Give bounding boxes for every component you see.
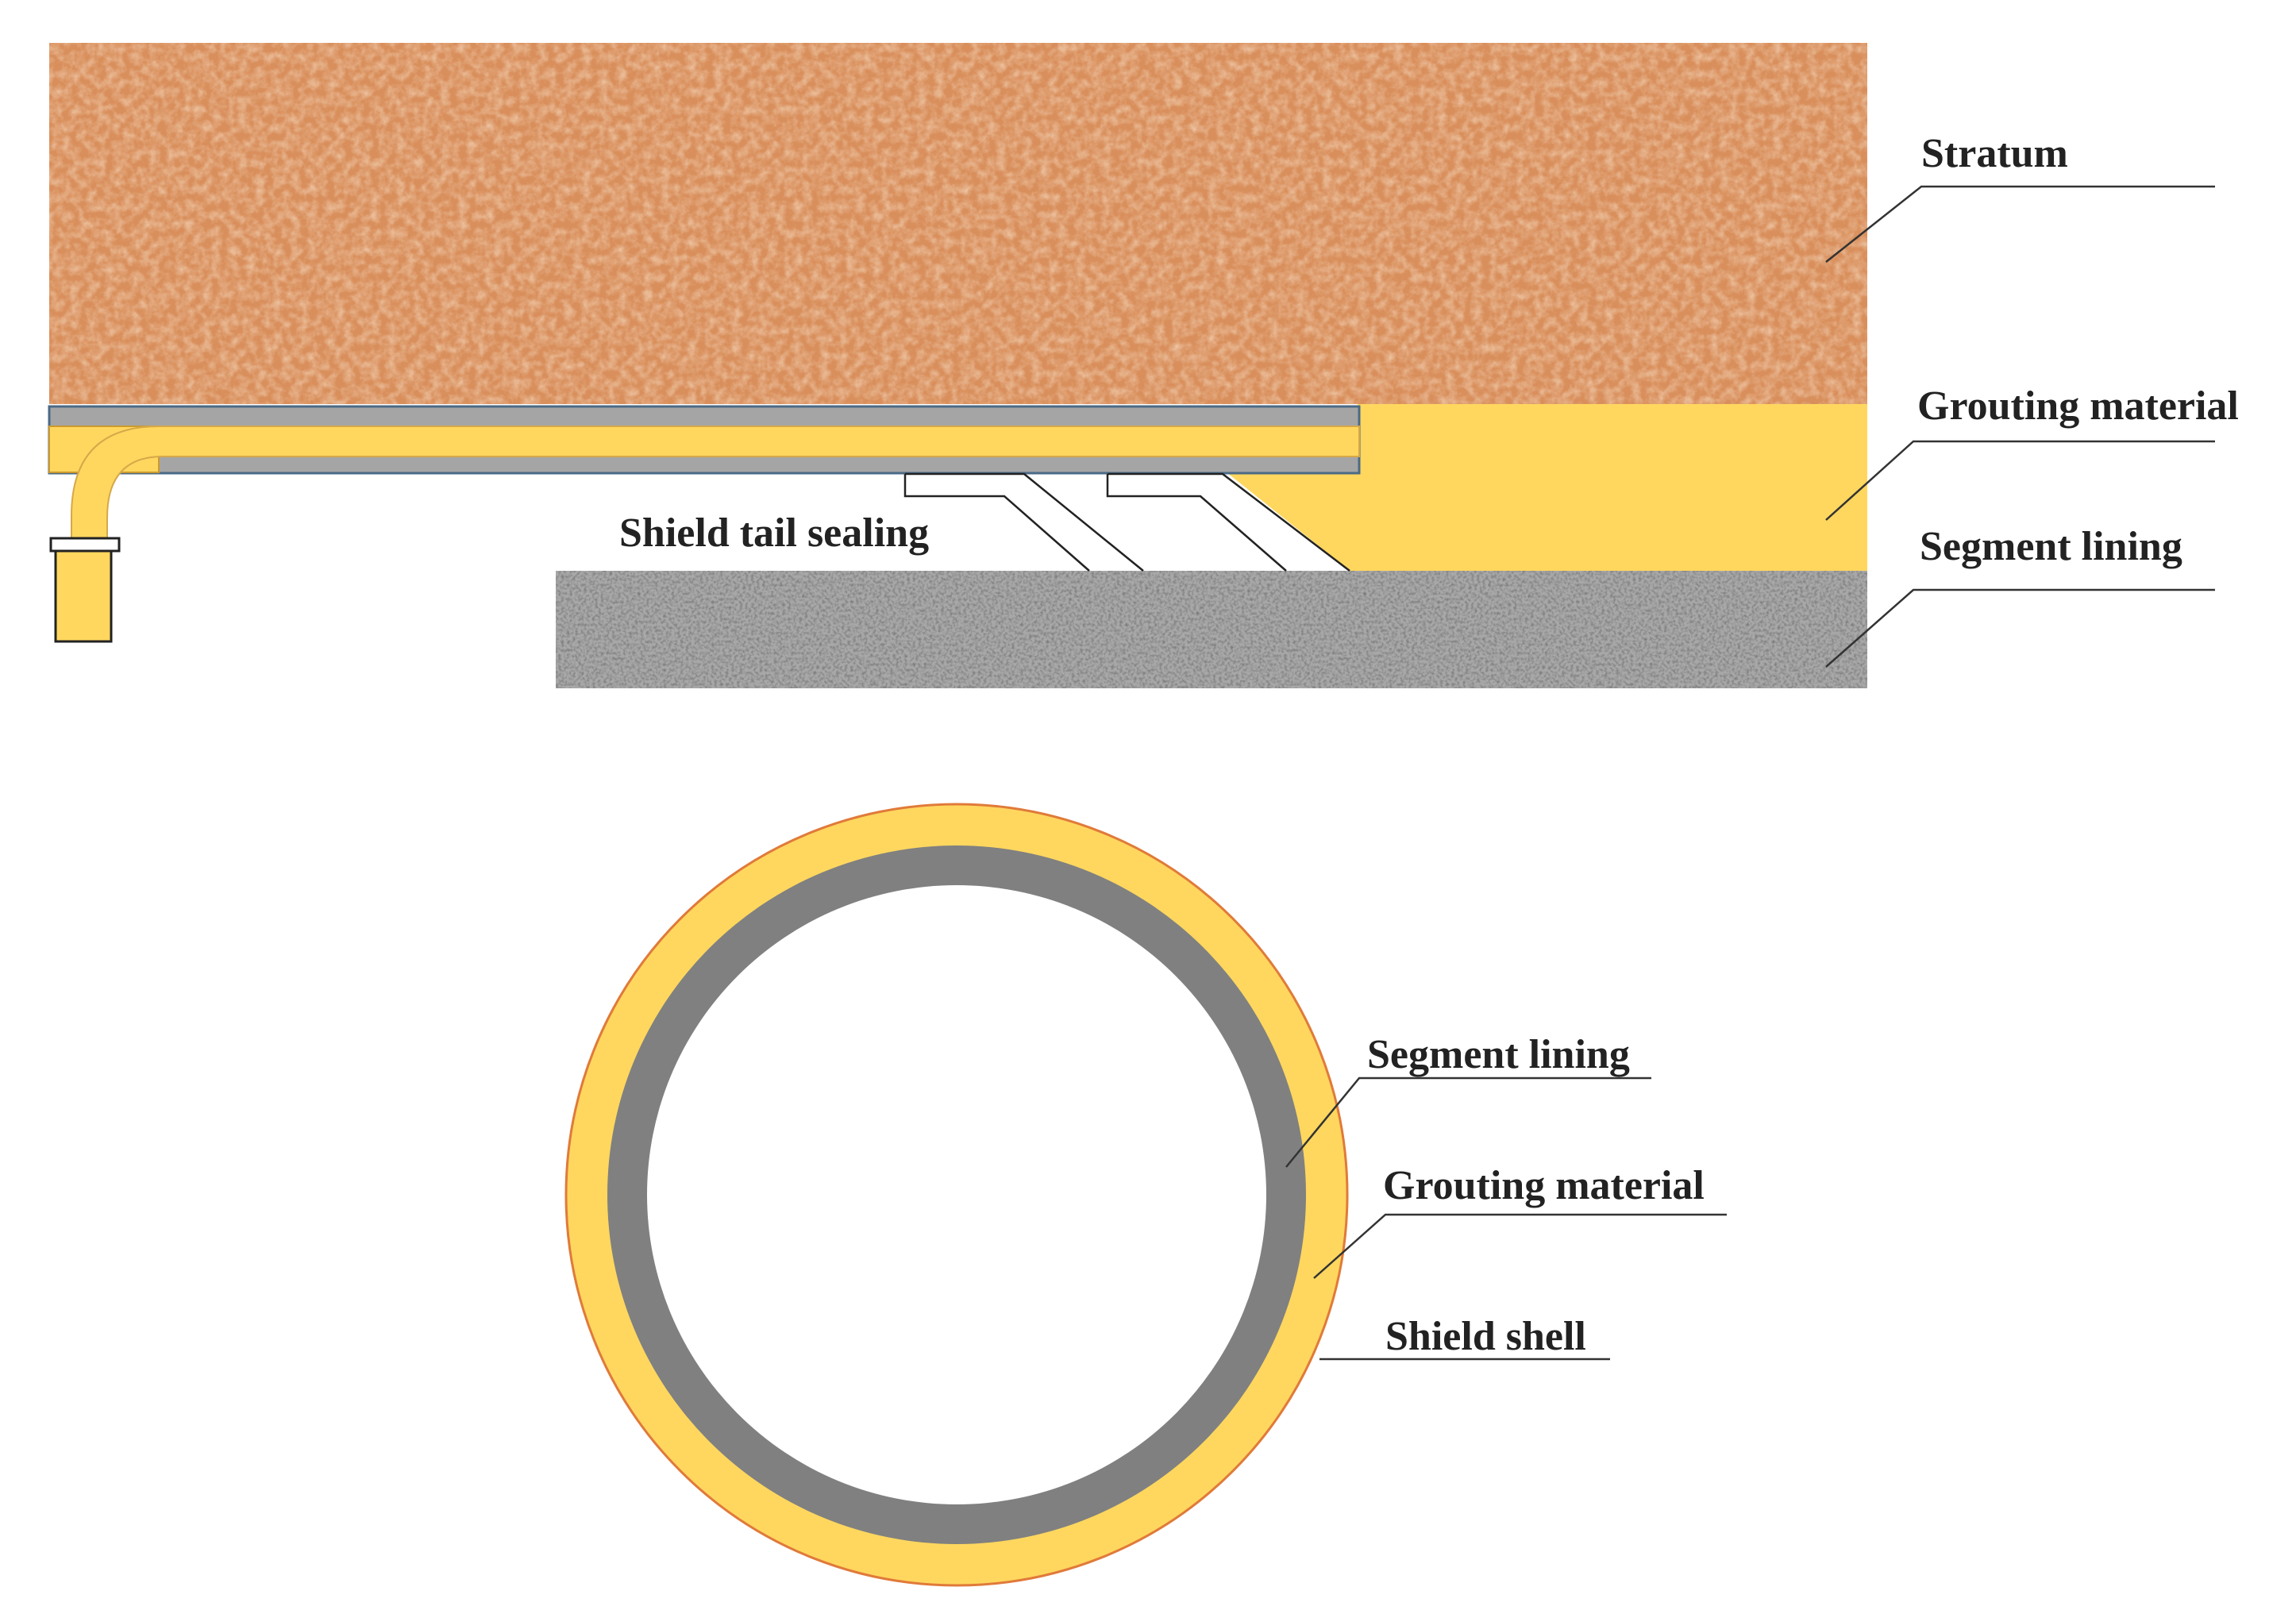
grout-pump-cap: [49, 537, 121, 553]
grout-pipe-body: [71, 426, 1360, 544]
stratum-label: Stratum: [1921, 131, 2068, 176]
grouting-material-top-leader: [1825, 440, 2215, 521]
segment-lining-top-label: Segment lining: [1920, 524, 2182, 569]
grout-pump-body: [54, 549, 113, 643]
segment-lining-ring-leader: [1285, 1077, 1651, 1168]
grouting-material-wedge: [1227, 472, 1359, 571]
shield-shell-ring-label: Shield shell: [1385, 1314, 1586, 1359]
tunnel-cross-section: [564, 803, 1349, 1587]
grouting-material-top-label: Grouting material: [1917, 383, 2239, 429]
grouting-material-fill: [1358, 404, 1867, 571]
segment-lining-slab: [556, 571, 1867, 688]
segment-lining-ring-label: Segment lining: [1367, 1032, 1630, 1077]
stratum-leader: [1825, 185, 2215, 263]
grouting-material-ring-label: Grouting material: [1383, 1163, 1705, 1208]
segment-lining-top-leader: [1825, 588, 2215, 668]
shield-tail-sealing-brushes: [903, 472, 1350, 572]
grouting-material-ring-leader: [1313, 1213, 1727, 1279]
shield-tail-sealing-label: Shield tail sealing: [619, 510, 929, 556]
stratum-layer: [49, 43, 1867, 404]
